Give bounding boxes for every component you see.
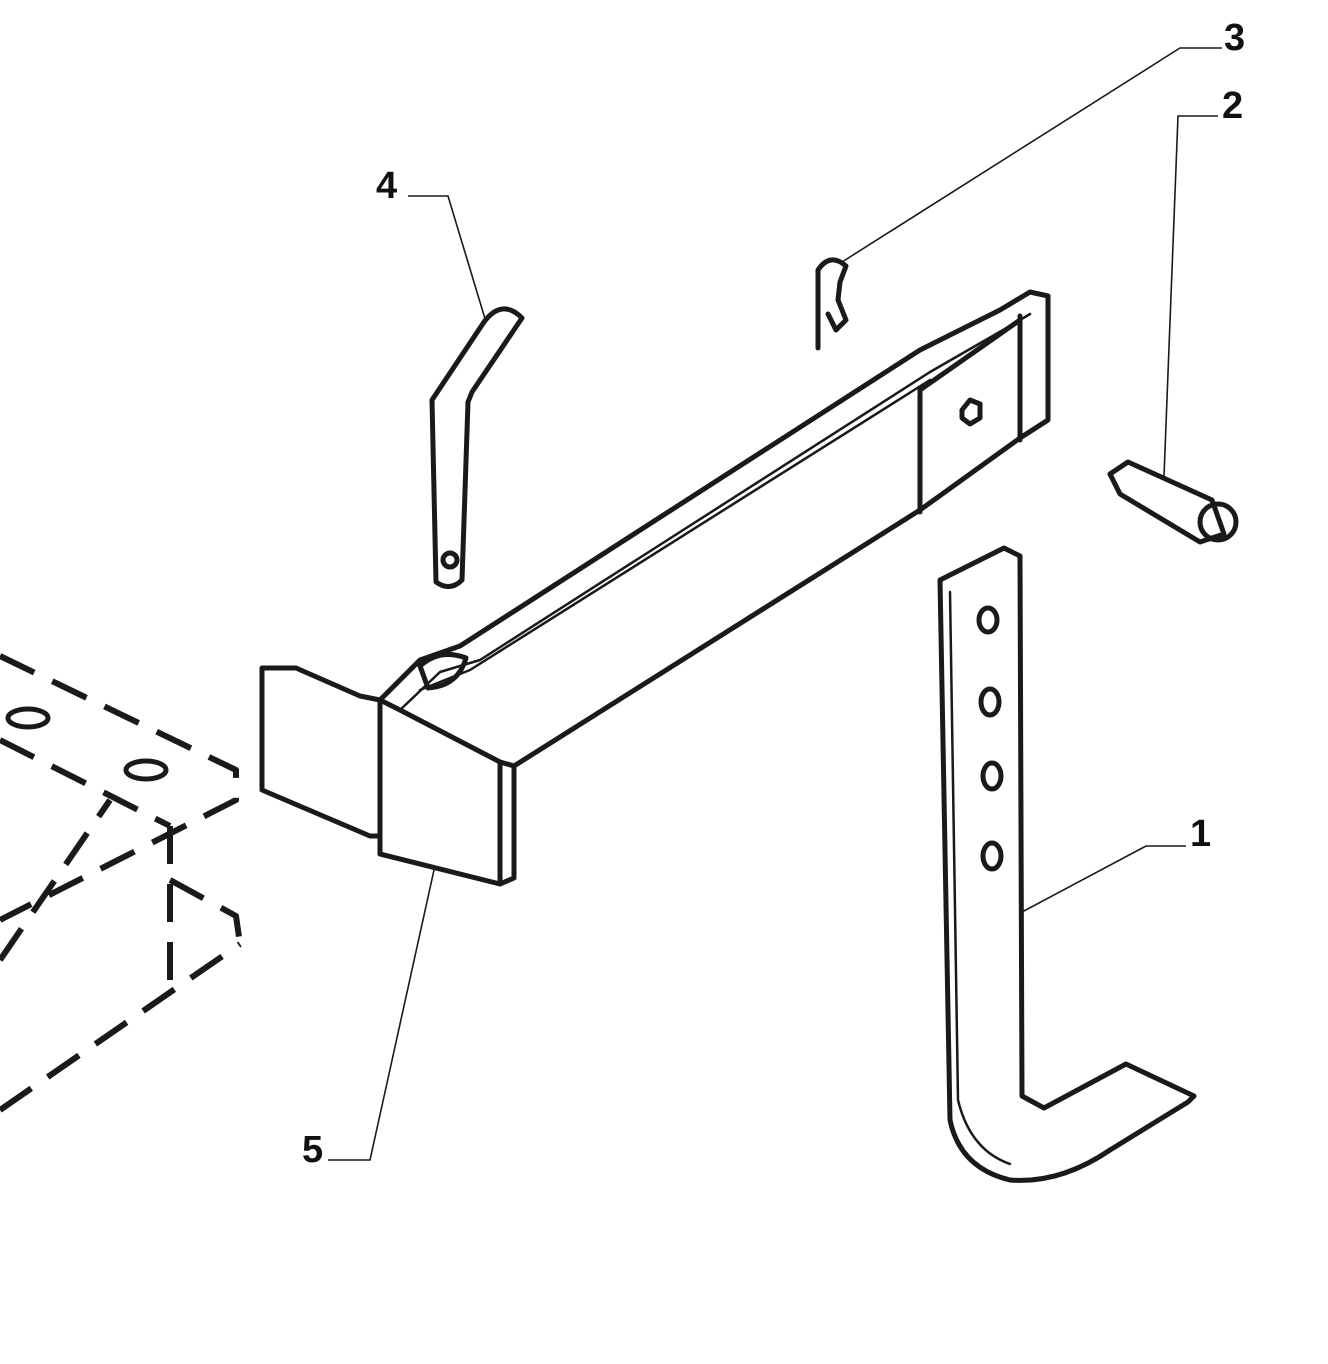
callout-5: 5 [302,1129,323,1171]
leader-line-5 [328,869,435,1161]
leader-line-2 [1163,115,1218,477]
part-2-clevis-pin [1107,459,1239,545]
callout-3: 3 [1224,17,1245,59]
callout-2: 2 [1222,85,1243,127]
part-1-j-hook [937,545,1197,1183]
callout-1: 1 [1190,813,1211,855]
callout-4: 4 [376,165,397,207]
part-3-hair-clip [815,257,849,351]
leader-line-1 [1021,845,1186,913]
part-4-bent-pin [429,306,525,589]
callout-labels: 1 2 3 4 5 [302,17,1245,1171]
leader-line-3 [841,47,1222,263]
mounting-frame-dashed [0,653,243,1113]
part-5-bracket-bar [259,289,1051,887]
leader-line-4 [408,195,487,323]
leader-lines [328,47,1222,1161]
